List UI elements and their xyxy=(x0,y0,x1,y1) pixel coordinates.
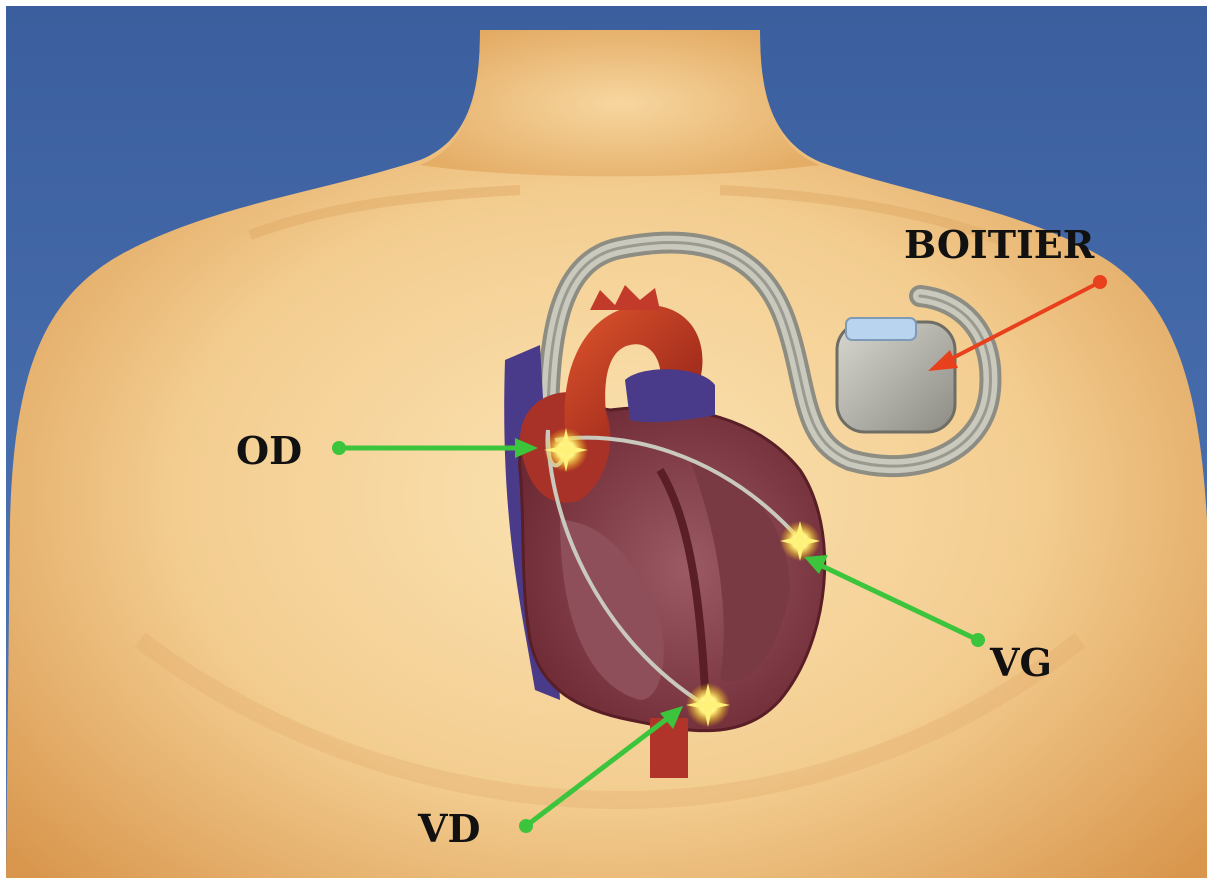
label-vg: VG xyxy=(989,640,1052,685)
electrode-spark-vg xyxy=(780,521,820,561)
pacemaker-device xyxy=(837,318,955,432)
electrode-spark-od xyxy=(544,428,588,472)
label-od: OD xyxy=(236,428,302,473)
neck xyxy=(420,30,820,176)
pulmonary-artery xyxy=(625,369,715,422)
label-boitier: BOITIER xyxy=(904,222,1095,267)
label-vd: VD xyxy=(417,806,480,851)
electrode-spark-vd xyxy=(686,683,730,727)
